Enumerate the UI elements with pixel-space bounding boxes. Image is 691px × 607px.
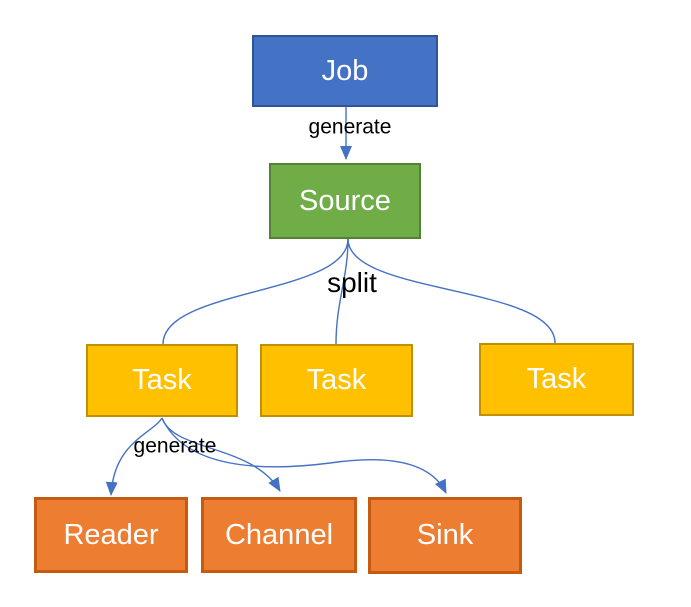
task-node-3-label: Task: [526, 363, 587, 395]
channel-node-label: Channel: [224, 518, 334, 551]
task-node-1: Task: [86, 344, 238, 417]
source-node-label: Source: [299, 184, 391, 217]
task-node-2-label: Task: [306, 364, 367, 396]
generate-top-edge-label: generate: [308, 115, 392, 139]
split-edge-label: split: [327, 267, 377, 298]
task-node-2: Task: [260, 344, 413, 417]
source-node: Source: [269, 163, 421, 239]
edge-split-to-task1: [162, 238, 349, 345]
job-node: Job: [252, 35, 438, 107]
reader-node: Reader: [34, 497, 188, 573]
edge-split-to-task3: [347, 238, 556, 344]
edge-task-to-sink: [161, 417, 447, 494]
task-node-1-label: Task: [132, 364, 192, 396]
edge-task-to-channel: [161, 417, 281, 492]
channel-node: Channel: [201, 497, 357, 573]
task-node-3: Task: [479, 343, 634, 416]
sink-node: Sink: [368, 497, 522, 574]
generate-bottom-edge-label: generate: [133, 434, 217, 458]
reader-node-label: Reader: [63, 518, 159, 551]
edge-split-to-task2: [335, 238, 349, 345]
edge-task-to-reader: [105, 417, 163, 496]
sink-node-label: Sink: [416, 519, 474, 551]
job-node-label: Job: [321, 54, 369, 87]
